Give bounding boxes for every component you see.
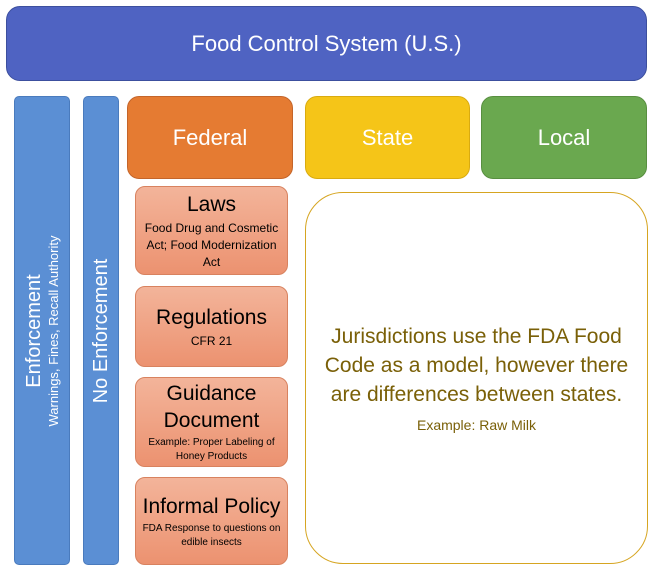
regulations-title: Regulations [156, 305, 267, 329]
no-enforcement-bar: No Enforcement [83, 96, 119, 565]
informal-title: Informal Policy [142, 494, 281, 518]
laws-box: Laws Food Drug and Cosmetic Act; Food Mo… [135, 186, 288, 275]
state-note-body: Jurisdictions use the FDA Food Code as a… [324, 324, 629, 406]
no-enforcement-text: No Enforcement [89, 258, 113, 403]
state-note-example: Example: Raw Milk [416, 416, 537, 433]
laws-title: Laws [186, 192, 237, 216]
enforcement-text: Enforcement Warnings, Fines, Recall Auth… [22, 235, 62, 426]
enforcement-bar: Enforcement Warnings, Fines, Recall Auth… [14, 96, 70, 565]
informal-detail: FDA Response to questions on edible inse… [142, 522, 281, 548]
regulations-detail: CFR 21 [190, 333, 233, 348]
state-note-box: Jurisdictions use the FDA Food Code as a… [305, 192, 648, 564]
no-enforcement-label: No Enforcement [90, 258, 112, 403]
laws-detail: Food Drug and Cosmetic Act; Food Moderni… [144, 220, 279, 269]
guidance-detail: Example: Proper Labeling of Honey Produc… [148, 437, 275, 462]
food-control-system-header: Food Control System (U.S.) [6, 6, 647, 81]
regulations-box: Regulations CFR 21 [135, 286, 288, 367]
guidance-document-box: Guidance Document Example: Proper Labeli… [135, 377, 288, 467]
enforcement-sublabel: Warnings, Fines, Recall Authority [46, 235, 61, 426]
guidance-title: Guidance Document [163, 382, 260, 432]
local-box: Local [481, 96, 647, 179]
federal-box: Federal [127, 96, 293, 179]
state-box: State [305, 96, 470, 179]
enforcement-label: Enforcement [23, 273, 45, 388]
informal-policy-box: Informal Policy FDA Response to question… [135, 477, 288, 565]
